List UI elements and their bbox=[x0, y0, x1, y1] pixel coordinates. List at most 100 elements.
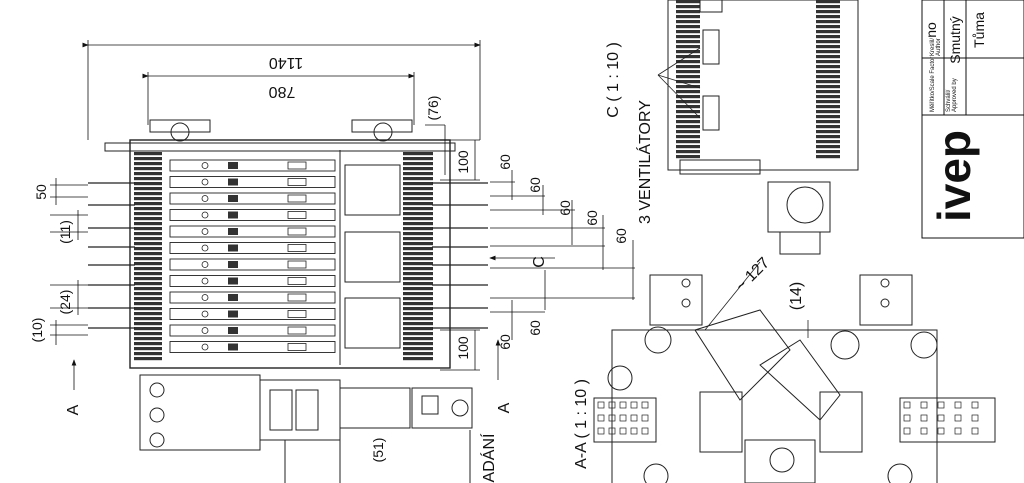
module-row bbox=[169, 209, 336, 221]
aa-clamp-left bbox=[699, 391, 743, 453]
insulator-disc bbox=[134, 317, 162, 321]
module-terminal bbox=[287, 211, 307, 219]
insulator-disc bbox=[816, 55, 840, 59]
terminal-hole bbox=[641, 414, 649, 422]
fan-3 bbox=[699, 0, 723, 13]
aa-clamp-right bbox=[819, 391, 863, 453]
module-row bbox=[169, 324, 336, 337]
aa-base-mech bbox=[744, 439, 816, 483]
insulator-disc bbox=[134, 162, 162, 166]
insulator-disc bbox=[676, 45, 700, 49]
terminal-hole bbox=[971, 401, 979, 409]
aa-roller-3 bbox=[607, 365, 633, 391]
insulator-disc bbox=[676, 60, 700, 64]
insulator-disc bbox=[403, 262, 433, 266]
insulator-disc bbox=[816, 155, 840, 159]
module-terminal bbox=[287, 343, 307, 351]
insulator-disc bbox=[816, 105, 840, 109]
insulator-disc bbox=[816, 50, 840, 54]
aa-contact bbox=[830, 330, 860, 360]
aa-terminal-holes bbox=[597, 401, 979, 435]
insulator-disc bbox=[676, 35, 700, 39]
insulator-disc bbox=[676, 75, 700, 79]
insulator-disc bbox=[403, 202, 433, 206]
insulator-disc bbox=[403, 322, 433, 326]
insulator-disc bbox=[403, 222, 433, 226]
terminal-hole bbox=[597, 401, 605, 409]
dim-60-a: 60 bbox=[497, 154, 513, 170]
insulator-disc bbox=[403, 277, 433, 281]
dim-24: (24) bbox=[57, 290, 73, 315]
insulator-disc bbox=[134, 262, 162, 266]
module-contact bbox=[228, 162, 238, 169]
terminal-hole bbox=[937, 414, 945, 422]
insulator-disc bbox=[676, 125, 700, 129]
insulator-disc bbox=[403, 292, 433, 296]
main-frame bbox=[129, 139, 451, 369]
module-terminal bbox=[287, 194, 307, 203]
insulator-disc bbox=[403, 272, 433, 276]
bracket-bolt-right bbox=[373, 122, 393, 142]
terminal-hole bbox=[630, 401, 638, 409]
motor-body bbox=[339, 387, 411, 429]
module-row bbox=[169, 176, 336, 188]
terminal-hole bbox=[954, 414, 962, 422]
gear-block bbox=[259, 379, 341, 441]
module-contact bbox=[228, 277, 238, 285]
view-c-base bbox=[679, 159, 761, 175]
terminal-hole bbox=[619, 401, 627, 409]
insulator-disc bbox=[403, 327, 433, 331]
insulator-disc bbox=[676, 145, 700, 149]
dim-127: ~ 127 bbox=[732, 254, 773, 295]
insulator-disc bbox=[403, 302, 433, 306]
terminal-hole bbox=[630, 414, 638, 422]
label-fans: 3 VENTILÁTORY bbox=[635, 100, 654, 224]
insulator-disc bbox=[676, 0, 700, 4]
module-terminal bbox=[287, 293, 307, 302]
insulator-disc bbox=[403, 217, 433, 221]
fan-1 bbox=[702, 29, 720, 65]
insulator-disc bbox=[816, 90, 840, 94]
insulator-disc bbox=[816, 135, 840, 139]
title-block bbox=[921, 0, 1024, 239]
dim-76: (76) bbox=[425, 96, 441, 121]
insulator-disc bbox=[134, 252, 162, 256]
insulator-disc bbox=[403, 212, 433, 216]
insulator-disc bbox=[676, 10, 700, 14]
module-contact bbox=[228, 211, 238, 219]
module-bolt bbox=[201, 310, 209, 318]
insulator-disc bbox=[403, 242, 433, 246]
insulator-disc bbox=[676, 150, 700, 154]
module-bolt bbox=[201, 162, 209, 169]
aa-arm-left bbox=[694, 309, 791, 401]
module-contact bbox=[228, 343, 238, 351]
insulator-disc bbox=[403, 172, 433, 176]
insulator-disc bbox=[134, 257, 162, 261]
module-contact bbox=[228, 228, 238, 235]
insulator-disc bbox=[676, 95, 700, 99]
insulator-disc bbox=[134, 177, 162, 181]
dim-100-bottom: 100 bbox=[455, 336, 471, 360]
aa-block-left bbox=[649, 274, 703, 326]
terminal-hole bbox=[903, 401, 911, 409]
tb-approved-label-cz: Schválil/ bbox=[946, 89, 952, 112]
insulator-disc bbox=[676, 105, 700, 109]
drive-housing bbox=[139, 374, 261, 451]
insulator-disc bbox=[403, 167, 433, 171]
module-bolt bbox=[201, 327, 209, 334]
insulator-disc bbox=[134, 277, 162, 281]
insulator-disc bbox=[676, 155, 700, 159]
insulator-disc bbox=[134, 182, 162, 186]
tb-author-label-cz: Kreslil/ bbox=[930, 38, 936, 56]
control-window bbox=[421, 395, 439, 415]
insulator-disc bbox=[134, 302, 162, 306]
insulator-disc bbox=[403, 342, 433, 346]
module-bolt bbox=[201, 261, 209, 268]
insulator-disc bbox=[134, 152, 162, 156]
tb-approved-value: Tůma bbox=[971, 12, 987, 48]
insulator-disc bbox=[134, 192, 162, 196]
module-bolt bbox=[201, 343, 209, 351]
insulator-disc bbox=[676, 20, 700, 24]
insulator-disc bbox=[134, 217, 162, 221]
arc-box-1 bbox=[344, 164, 401, 216]
